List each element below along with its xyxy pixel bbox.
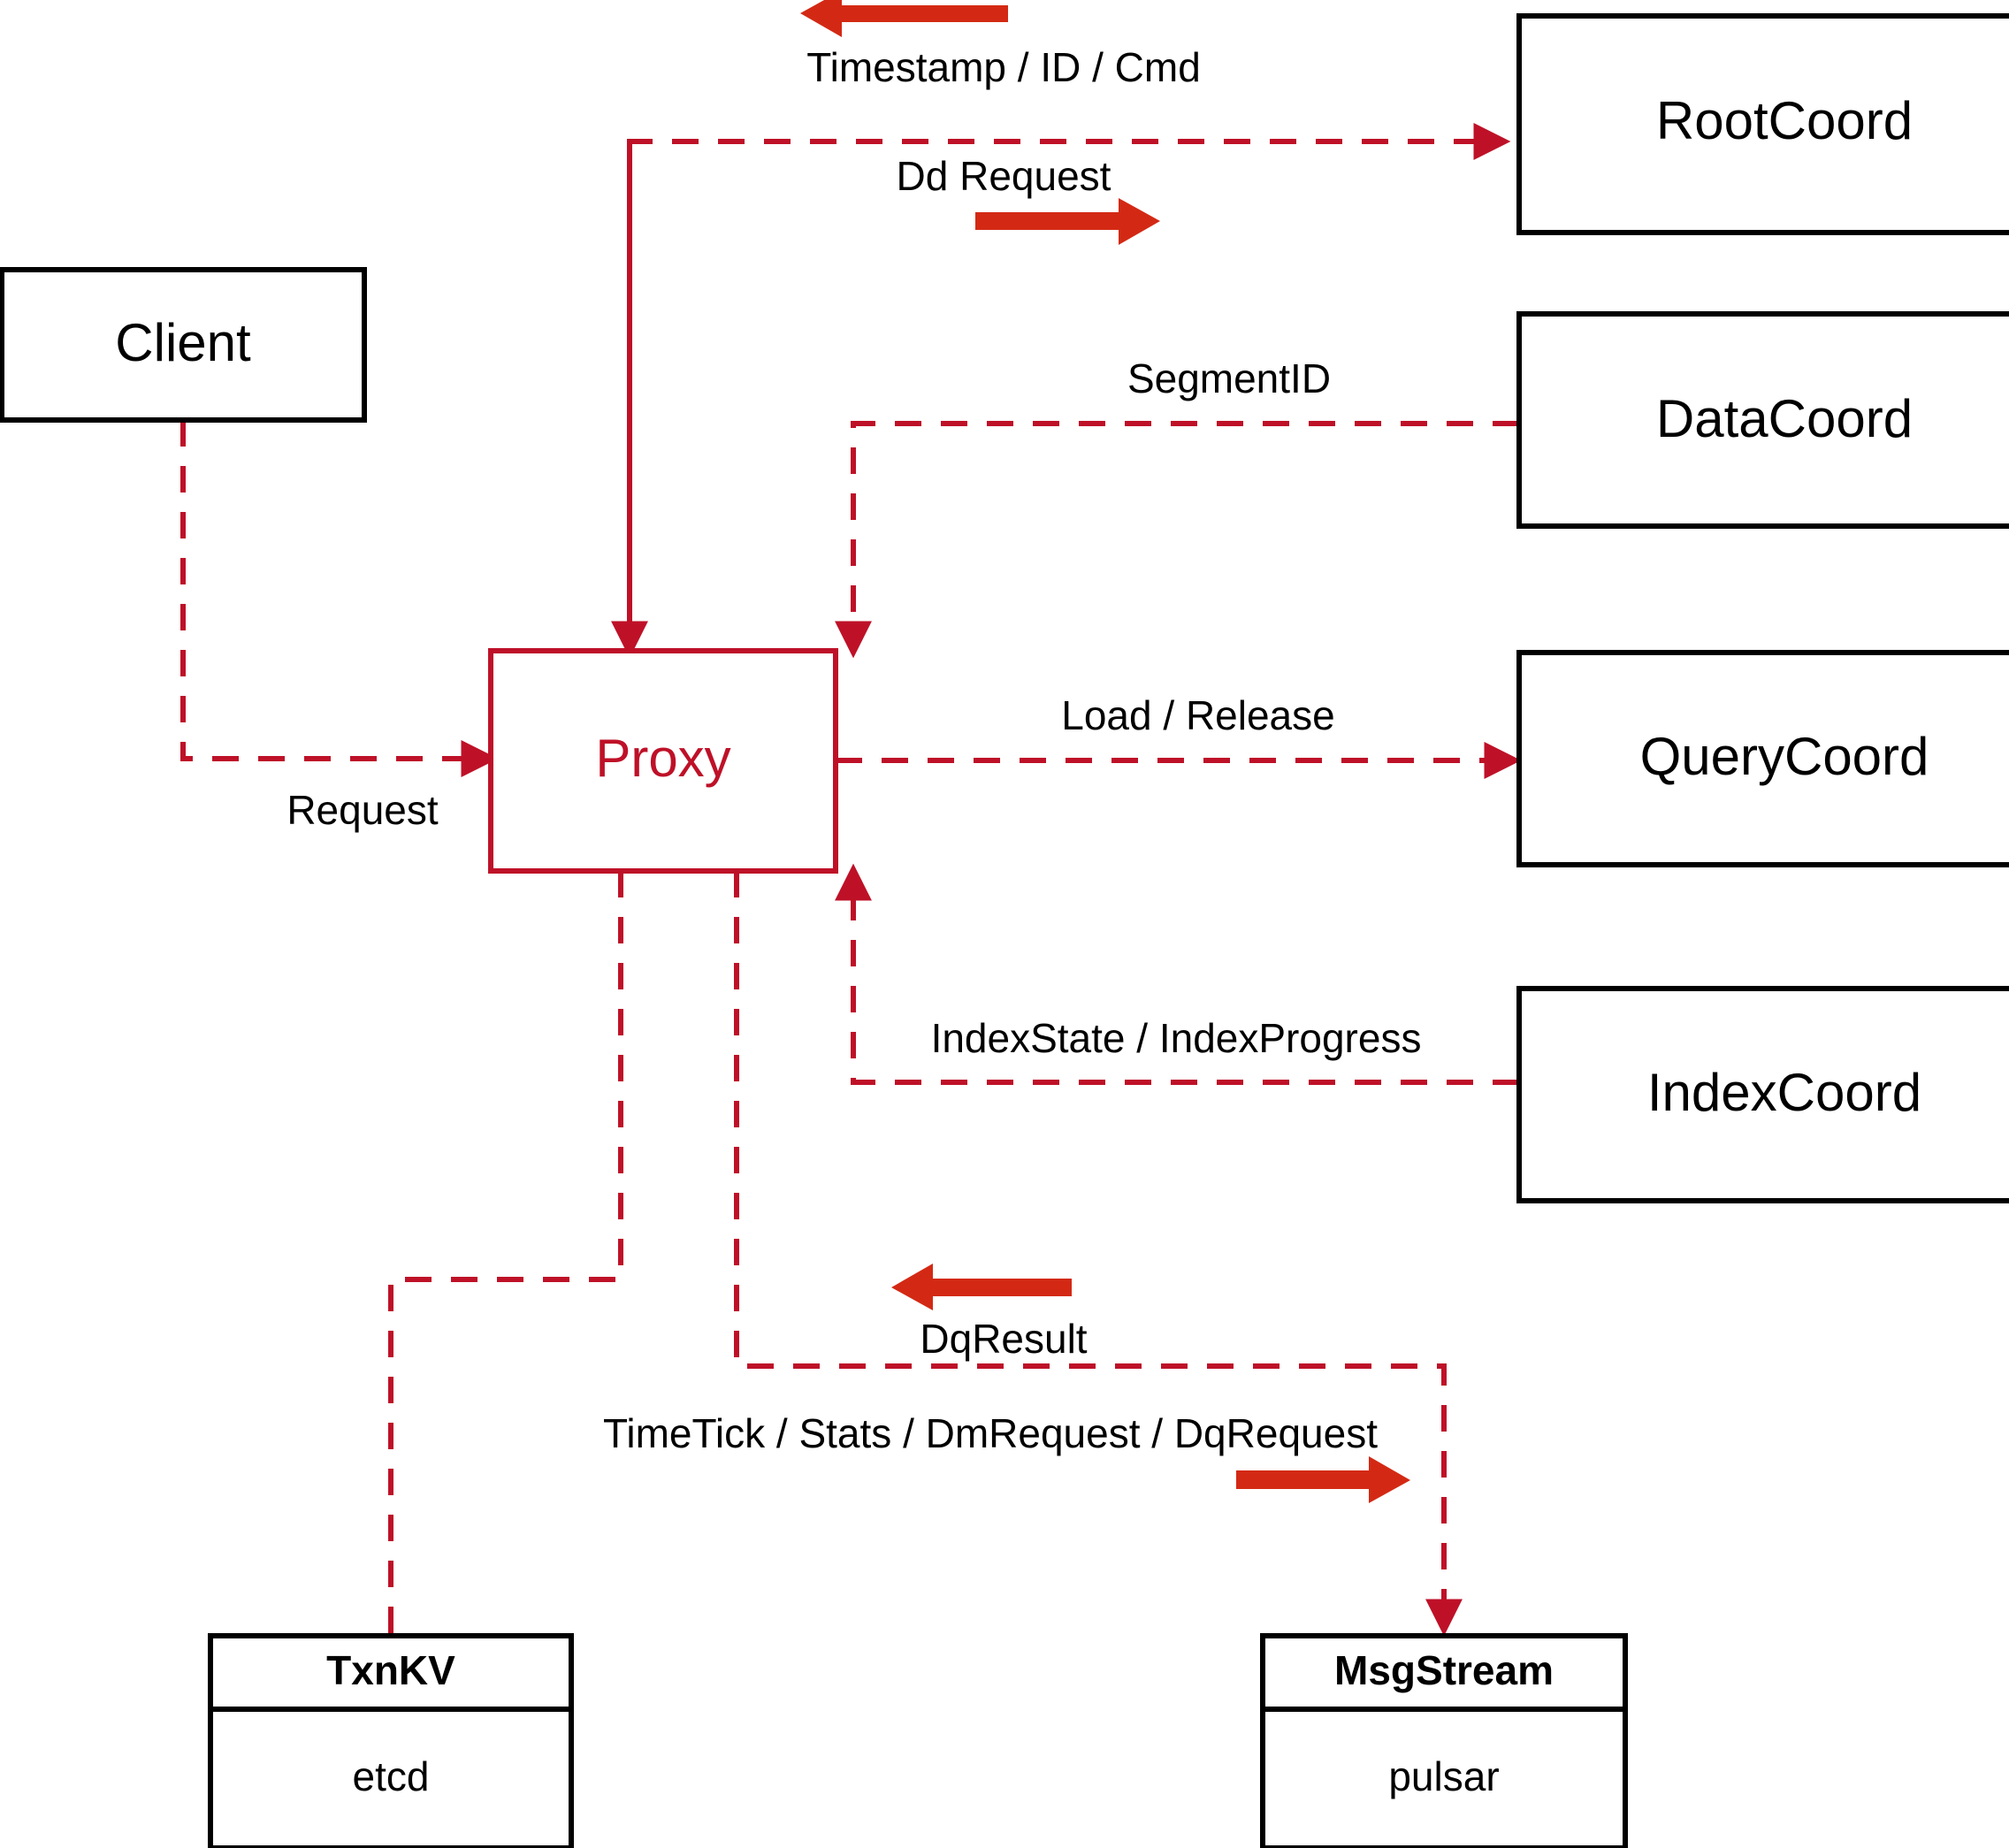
- edge-request: [180, 420, 499, 777]
- node-impl-txnkv: etcd: [353, 1753, 430, 1799]
- node-label-data-coord: DataCoord: [1656, 389, 1913, 448]
- direction-arrow-right-dd-request: [975, 198, 1160, 245]
- node-title-txnkv: TxnKV: [326, 1647, 455, 1693]
- node-root-coord[interactable]: [1516, 13, 2009, 235]
- edge-proxy-txnkv: [388, 871, 623, 1636]
- node-label-index-coord: IndexCoord: [1647, 1063, 1921, 1122]
- edge-label-load-release: Load / Release: [1061, 692, 1334, 738]
- node-query-coord[interactable]: [1516, 650, 2009, 867]
- edge-index-state-progress: [835, 863, 1519, 1085]
- edge-label-timestamp-id-cmd: Timestamp / ID / Cmd: [806, 44, 1201, 90]
- edge-label-dd-request: Dd Request: [897, 153, 1111, 199]
- node-index-coord[interactable]: [1516, 986, 2009, 1203]
- node-client[interactable]: [0, 267, 367, 423]
- node-proxy[interactable]: [488, 648, 838, 874]
- node-txnkv[interactable]: [208, 1633, 574, 1848]
- direction-arrow-left-dqresult: [891, 1264, 1072, 1310]
- node-title-msgstream: MsgStream: [1334, 1647, 1554, 1693]
- edge-label-request: Request: [286, 787, 439, 833]
- edge-label-index-state-progress: IndexState / IndexProgress: [931, 1015, 1422, 1061]
- node-label-client: Client: [115, 313, 251, 372]
- node-label-query-coord: QueryCoord: [1640, 727, 1929, 786]
- edge-timetick-stats: [734, 871, 1463, 1637]
- direction-arrow-left-timestamp: [800, 0, 1008, 37]
- node-impl-msgstream: pulsar: [1388, 1753, 1499, 1799]
- node-msgstream[interactable]: [1260, 1633, 1628, 1848]
- node-data-coord[interactable]: [1516, 311, 2009, 529]
- node-label-root-coord: RootCoord: [1656, 91, 1913, 150]
- edge-label-timetick-stats: TimeTick / Stats / DmRequest / DqRequest: [603, 1410, 1378, 1456]
- edge-segment-id: [835, 421, 1519, 659]
- edge-label-dq-result: DqResult: [920, 1316, 1087, 1362]
- edge-label-segment-id: SegmentID: [1127, 355, 1331, 401]
- node-label-proxy: Proxy: [595, 729, 730, 788]
- direction-arrow-right-timetick: [1236, 1456, 1410, 1503]
